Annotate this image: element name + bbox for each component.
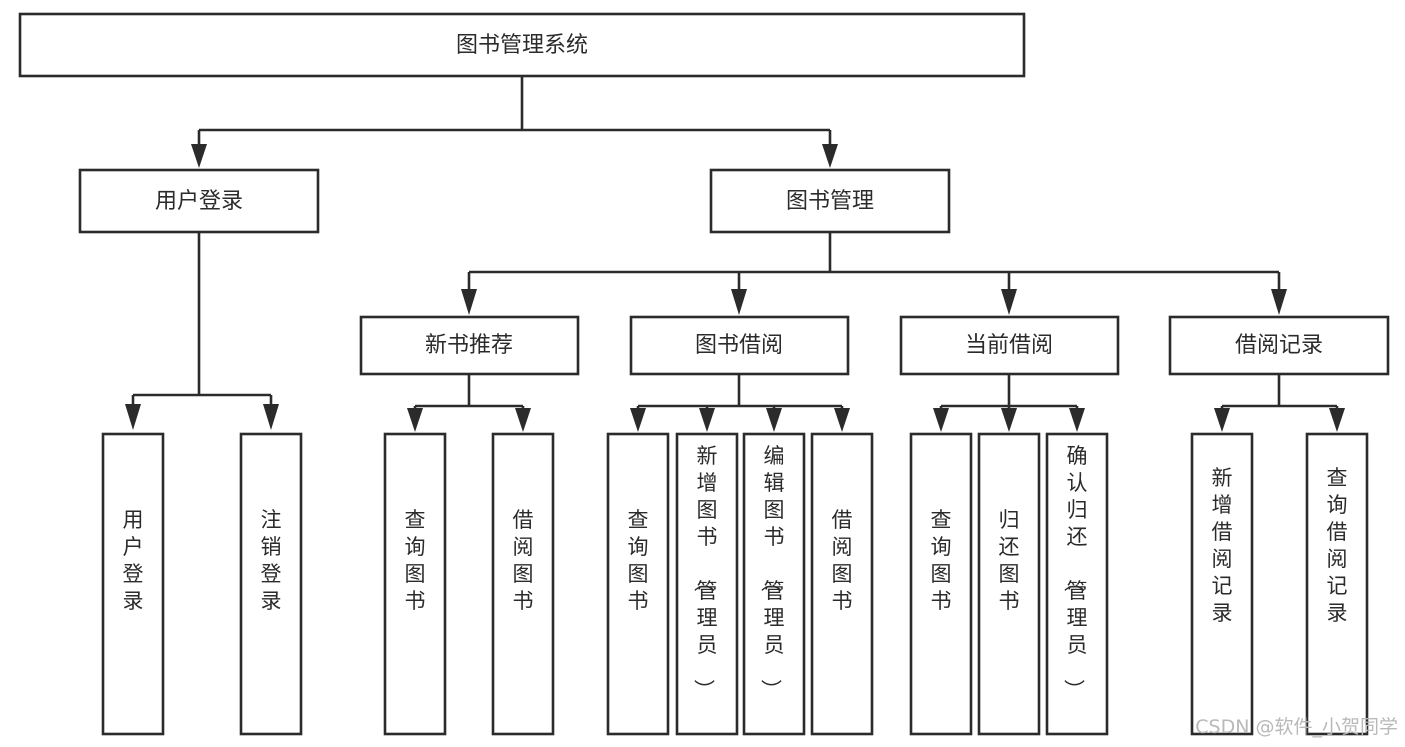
arrowhead-leaf-query-record xyxy=(1329,408,1345,432)
node-borrow-record-label: 借阅记录 xyxy=(1235,333,1323,358)
node-leaf-query-book-1-label: 查询图书 xyxy=(405,508,426,613)
node-leaf-query-book-3[interactable]: 查询图书 xyxy=(909,432,973,736)
node-leaf-add-book-box[interactable] xyxy=(675,432,739,736)
node-leaf-borrow-book-2-box[interactable] xyxy=(810,432,874,736)
node-new-book-rec-box[interactable] xyxy=(359,315,580,376)
arrowhead-book-borrow xyxy=(731,289,747,315)
arrowhead-leaf-return-book xyxy=(1001,408,1017,432)
node-leaf-borrow-book-1-box[interactable] xyxy=(491,432,555,736)
arrowhead-leaf-edit-book xyxy=(766,408,782,432)
node-leaf-query-book-3-box[interactable] xyxy=(909,432,973,736)
node-root-box[interactable] xyxy=(18,12,1026,78)
node-leaf-query-book-1[interactable]: 查询图书 xyxy=(383,432,447,736)
node-root[interactable]: 图书管理系统 xyxy=(18,12,1026,78)
node-book-borrow-box[interactable] xyxy=(629,315,850,376)
connector-group-book-borrow xyxy=(630,374,850,432)
node-leaf-return-book-label: 归还图书 xyxy=(999,508,1020,613)
node-book-manage[interactable]: 图书管理 xyxy=(709,168,951,234)
node-leaf-confirm-return-label: 确认归还（管理员） xyxy=(1062,444,1088,700)
arrowhead-user-login xyxy=(191,144,207,168)
connector-group-root xyxy=(191,76,838,168)
node-leaf-query-record-box[interactable] xyxy=(1305,432,1369,736)
node-leaf-query-book-1-box[interactable] xyxy=(383,432,447,736)
node-leaf-query-book-3-label: 查询图书 xyxy=(931,508,952,613)
node-user-login-label: 用户登录 xyxy=(155,189,243,214)
arrowhead-leaf-query-book-2 xyxy=(630,408,646,432)
node-current-borrow-box[interactable] xyxy=(899,315,1120,376)
node-leaf-confirm-return[interactable]: 确认归还（管理员） xyxy=(1045,432,1109,736)
node-current-borrow-label: 当前借阅 xyxy=(965,333,1053,358)
node-leaf-add-record-label: 新增借阅记录 xyxy=(1212,466,1233,625)
node-leaf-edit-book[interactable]: 编辑图书（管理员） xyxy=(742,432,806,736)
node-new-book-rec-label: 新书推荐 xyxy=(425,333,513,358)
node-current-borrow[interactable]: 当前借阅 xyxy=(899,315,1120,376)
connector-group-borrow-record xyxy=(1214,374,1345,432)
node-leaf-query-book-2-box[interactable] xyxy=(606,432,670,736)
node-leaf-borrow-book-2-label: 借阅图书 xyxy=(832,508,853,613)
node-leaf-add-book-label: 新增图书（管理员） xyxy=(692,444,718,700)
arrowhead-leaf-add-book xyxy=(699,408,715,432)
node-leaf-logout-box[interactable] xyxy=(239,432,303,736)
arrowhead-borrow-record xyxy=(1271,289,1287,315)
node-leaf-query-book-2-label: 查询图书 xyxy=(628,508,649,613)
arrowhead-leaf-confirm-return xyxy=(1069,408,1085,432)
arrowhead-new-book-rec xyxy=(461,289,477,315)
node-leaf-edit-book-box[interactable] xyxy=(742,432,806,736)
node-book-borrow-label: 图书借阅 xyxy=(695,333,783,358)
arrowhead-leaf-add-record xyxy=(1214,408,1230,432)
arrowhead-leaf-logout xyxy=(263,404,279,430)
node-leaf-add-book[interactable]: 新增图书（管理员） xyxy=(675,432,739,736)
arrowhead-leaf-query-book-1 xyxy=(407,408,423,432)
node-leaf-user-login-box[interactable] xyxy=(101,432,165,736)
node-leaf-add-record-box[interactable] xyxy=(1190,432,1254,736)
connector-group-current-borrow xyxy=(933,374,1085,432)
connector-group-user-login xyxy=(125,233,279,430)
arrowhead-leaf-query-book-3 xyxy=(933,408,949,432)
node-leaf-query-record[interactable]: 查询借阅记录 xyxy=(1305,432,1369,736)
arrowhead-leaf-borrow-book-2 xyxy=(834,408,850,432)
node-borrow-record[interactable]: 借阅记录 xyxy=(1168,315,1390,376)
node-book-manage-label: 图书管理 xyxy=(786,189,874,214)
node-leaf-add-record[interactable]: 新增借阅记录 xyxy=(1190,432,1254,736)
node-borrow-record-box[interactable] xyxy=(1168,315,1390,376)
node-leaf-query-book-2[interactable]: 查询图书 xyxy=(606,432,670,736)
node-leaf-return-book[interactable]: 归还图书 xyxy=(977,432,1041,736)
connector-group-book-manage xyxy=(461,233,1287,315)
node-leaf-user-login-label: 用户登录 xyxy=(123,508,144,613)
node-leaf-user-login[interactable]: 用户登录 xyxy=(101,432,165,736)
node-leaf-borrow-book-1[interactable]: 借阅图书 xyxy=(491,432,555,736)
node-user-login-box[interactable] xyxy=(78,168,320,234)
arrowhead-leaf-user-login xyxy=(125,404,141,430)
node-leaf-return-book-box[interactable] xyxy=(977,432,1041,736)
csdn-watermark: CSDN @软件_小贺同学 xyxy=(1195,716,1398,738)
arrowhead-current-borrow xyxy=(1001,289,1017,315)
node-leaf-query-record-label: 查询借阅记录 xyxy=(1327,466,1348,625)
connector-group-new-book-rec xyxy=(407,374,531,432)
arrowhead-leaf-borrow-book-1 xyxy=(515,408,531,432)
node-book-manage-box[interactable] xyxy=(709,168,951,234)
node-leaf-borrow-book-1-label: 借阅图书 xyxy=(513,508,534,613)
node-root-label: 图书管理系统 xyxy=(456,33,588,58)
node-leaf-logout-label: 注销登录 xyxy=(261,508,282,613)
node-leaf-borrow-book-2[interactable]: 借阅图书 xyxy=(810,432,874,736)
node-new-book-rec[interactable]: 新书推荐 xyxy=(359,315,580,376)
node-leaf-logout[interactable]: 注销登录 xyxy=(239,432,303,736)
node-user-login[interactable]: 用户登录 xyxy=(78,168,320,234)
node-book-borrow[interactable]: 图书借阅 xyxy=(629,315,850,376)
node-leaf-confirm-return-box[interactable] xyxy=(1045,432,1109,736)
node-leaf-edit-book-label: 编辑图书（管理员） xyxy=(759,444,785,700)
arrowhead-book-manage xyxy=(822,144,838,168)
